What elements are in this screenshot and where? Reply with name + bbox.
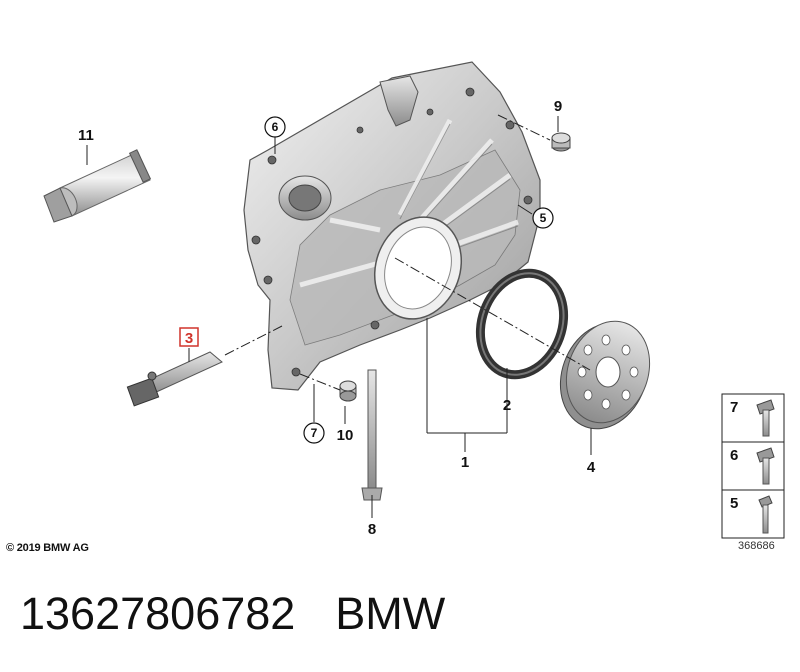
- callout-9: 9: [554, 98, 562, 115]
- brand-name: BMW: [335, 588, 446, 639]
- shaft-seal-ring: [475, 268, 569, 380]
- image-number: 368686: [738, 540, 775, 552]
- svg-text:2: 2: [503, 397, 511, 414]
- legend-row-6: 6: [730, 447, 775, 485]
- callout-lines: [86, 116, 592, 518]
- long-bolt: [361, 369, 383, 501]
- callout-7: 7: [303, 422, 325, 444]
- callout-10: 10: [337, 427, 354, 444]
- callout-8: 8: [368, 521, 376, 538]
- svg-text:3: 3: [185, 330, 193, 347]
- svg-text:7: 7: [311, 426, 318, 440]
- legend-row-5: 5: [730, 495, 773, 534]
- svg-text:5: 5: [540, 211, 547, 225]
- parts-diagram: 11 6 9 5 3 7 10 2 1 4 8 7: [43, 61, 785, 539]
- callout-6: 6: [264, 116, 286, 138]
- timing-case-cover: [243, 61, 541, 391]
- svg-text:4: 4: [587, 459, 596, 476]
- dowel-sleeve-9: [551, 132, 571, 152]
- dowel-sleeve-10: [339, 380, 357, 402]
- screw-legend: 7 6 5: [721, 393, 785, 539]
- callout-3: 3: [179, 327, 199, 347]
- svg-text:7: 7: [730, 399, 738, 416]
- callout-1: 1: [461, 454, 469, 471]
- svg-text:10: 10: [337, 427, 354, 444]
- svg-text:5: 5: [730, 495, 738, 512]
- svg-text:6: 6: [730, 447, 738, 464]
- svg-text:9: 9: [554, 98, 562, 115]
- sensor-part: [126, 351, 223, 407]
- callout-2: 2: [503, 397, 511, 414]
- callout-5: 5: [532, 207, 554, 229]
- increment-wheel: [559, 320, 651, 430]
- leader-lines: [224, 114, 591, 391]
- copyright-notice: © 2019 BMW AG: [6, 542, 89, 554]
- callout-11: 11: [78, 127, 94, 144]
- callout-4: 4: [587, 459, 596, 476]
- sealant-tube: [43, 149, 152, 223]
- svg-text:1: 1: [461, 454, 469, 471]
- legend-row-7: 7: [730, 399, 775, 437]
- svg-text:8: 8: [368, 521, 376, 538]
- footer-caption: 13627806782 BMW: [20, 588, 445, 640]
- svg-text:6: 6: [272, 120, 279, 134]
- svg-text:11: 11: [78, 127, 94, 144]
- part-number: 13627806782: [20, 588, 296, 639]
